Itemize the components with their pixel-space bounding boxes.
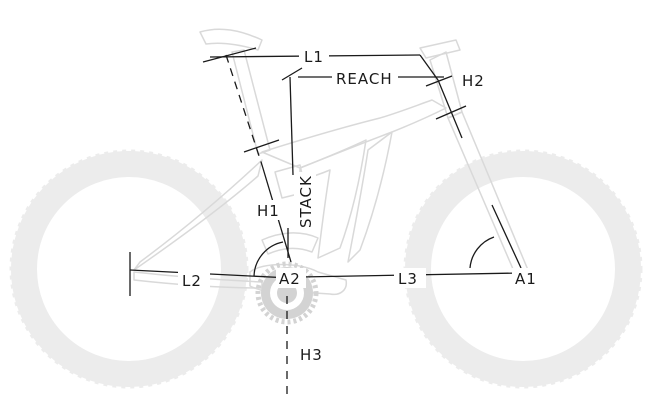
label-h1: H1: [254, 200, 282, 220]
stem: [419, 39, 461, 59]
label-reach: REACH: [332, 68, 398, 88]
label-h2: H2: [462, 72, 485, 90]
rocker-link: [261, 232, 319, 255]
frame-outline: [133, 28, 529, 296]
reach-start-tick: [281, 67, 303, 81]
l1-label: L1: [304, 48, 324, 66]
label-l1: L1: [299, 46, 329, 66]
h3-label: H3: [300, 346, 323, 364]
a2-label: A2: [279, 270, 301, 288]
a1-arc: [469, 236, 495, 269]
l2-label: L2: [182, 272, 202, 290]
label-h3: H3: [300, 346, 323, 364]
label-a2: A2: [276, 268, 306, 288]
a1-label: A1: [515, 270, 537, 288]
h1-label: H1: [257, 202, 280, 220]
saddle: [199, 28, 263, 51]
front-triangle-inner: [299, 139, 367, 259]
seat-tube-dashed: [225, 54, 263, 166]
h2-label: H2: [462, 72, 485, 90]
l3-label: L3: [398, 270, 418, 288]
l1-start-tick: [202, 47, 257, 63]
reach-label: REACH: [336, 70, 393, 88]
rear-wheel: [9, 149, 249, 389]
top-tube: [261, 99, 447, 169]
h1-tick: [243, 139, 280, 153]
h2-top-tick: [425, 75, 453, 87]
label-a1: A1: [512, 268, 542, 288]
h2-bottom-tick: [435, 105, 467, 120]
label-l2: L2: [178, 270, 210, 290]
seatpost: [231, 49, 271, 155]
stack-label: STACK: [297, 175, 315, 228]
label-l3: L3: [394, 268, 426, 288]
l1-end-tick: [419, 54, 439, 81]
down-tube: [347, 131, 393, 263]
fork-axis: [491, 204, 522, 269]
a2-arc: [253, 241, 284, 277]
reach-vertical: [289, 76, 294, 176]
head-tube-axis: [437, 79, 463, 139]
label-stack: STACK: [294, 172, 316, 230]
